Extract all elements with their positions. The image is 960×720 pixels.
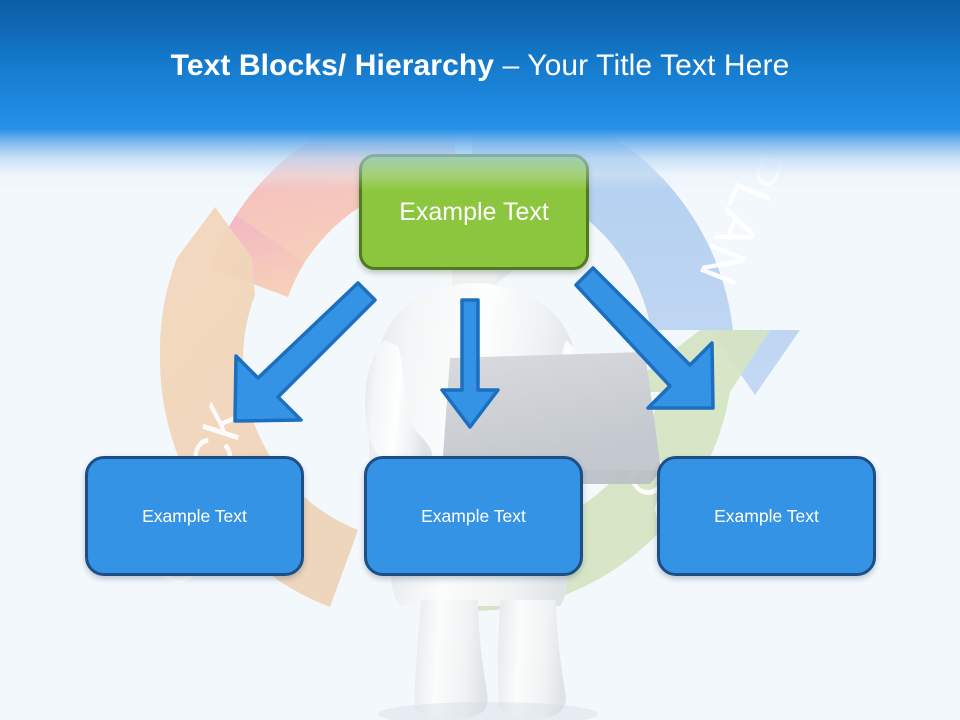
page-title-bold: Text Blocks/ Hierarchy xyxy=(170,49,495,82)
child-node-label-3: Example Text xyxy=(714,505,819,526)
page-title-separator: – xyxy=(494,49,528,82)
child-node-box-1[interactable]: Example Text xyxy=(85,456,304,576)
child-node-box-3[interactable]: Example Text xyxy=(657,456,876,576)
child-node-label-1: Example Text xyxy=(142,505,247,526)
top-node-box[interactable]: Example Text xyxy=(359,154,589,270)
top-node-label: Example Text xyxy=(399,197,549,226)
arrow-down-left-icon xyxy=(233,281,377,423)
child-node-box-2[interactable]: Example Text xyxy=(364,456,583,576)
arrow-down-right-icon xyxy=(574,266,715,410)
child-node-label-2: Example Text xyxy=(421,505,526,526)
page-title: Text Blocks/ Hierarchy – Your Title Text… xyxy=(0,46,960,86)
page-title-regular: Your Title Text Here xyxy=(527,49,790,82)
arrow-down-icon xyxy=(440,298,500,429)
